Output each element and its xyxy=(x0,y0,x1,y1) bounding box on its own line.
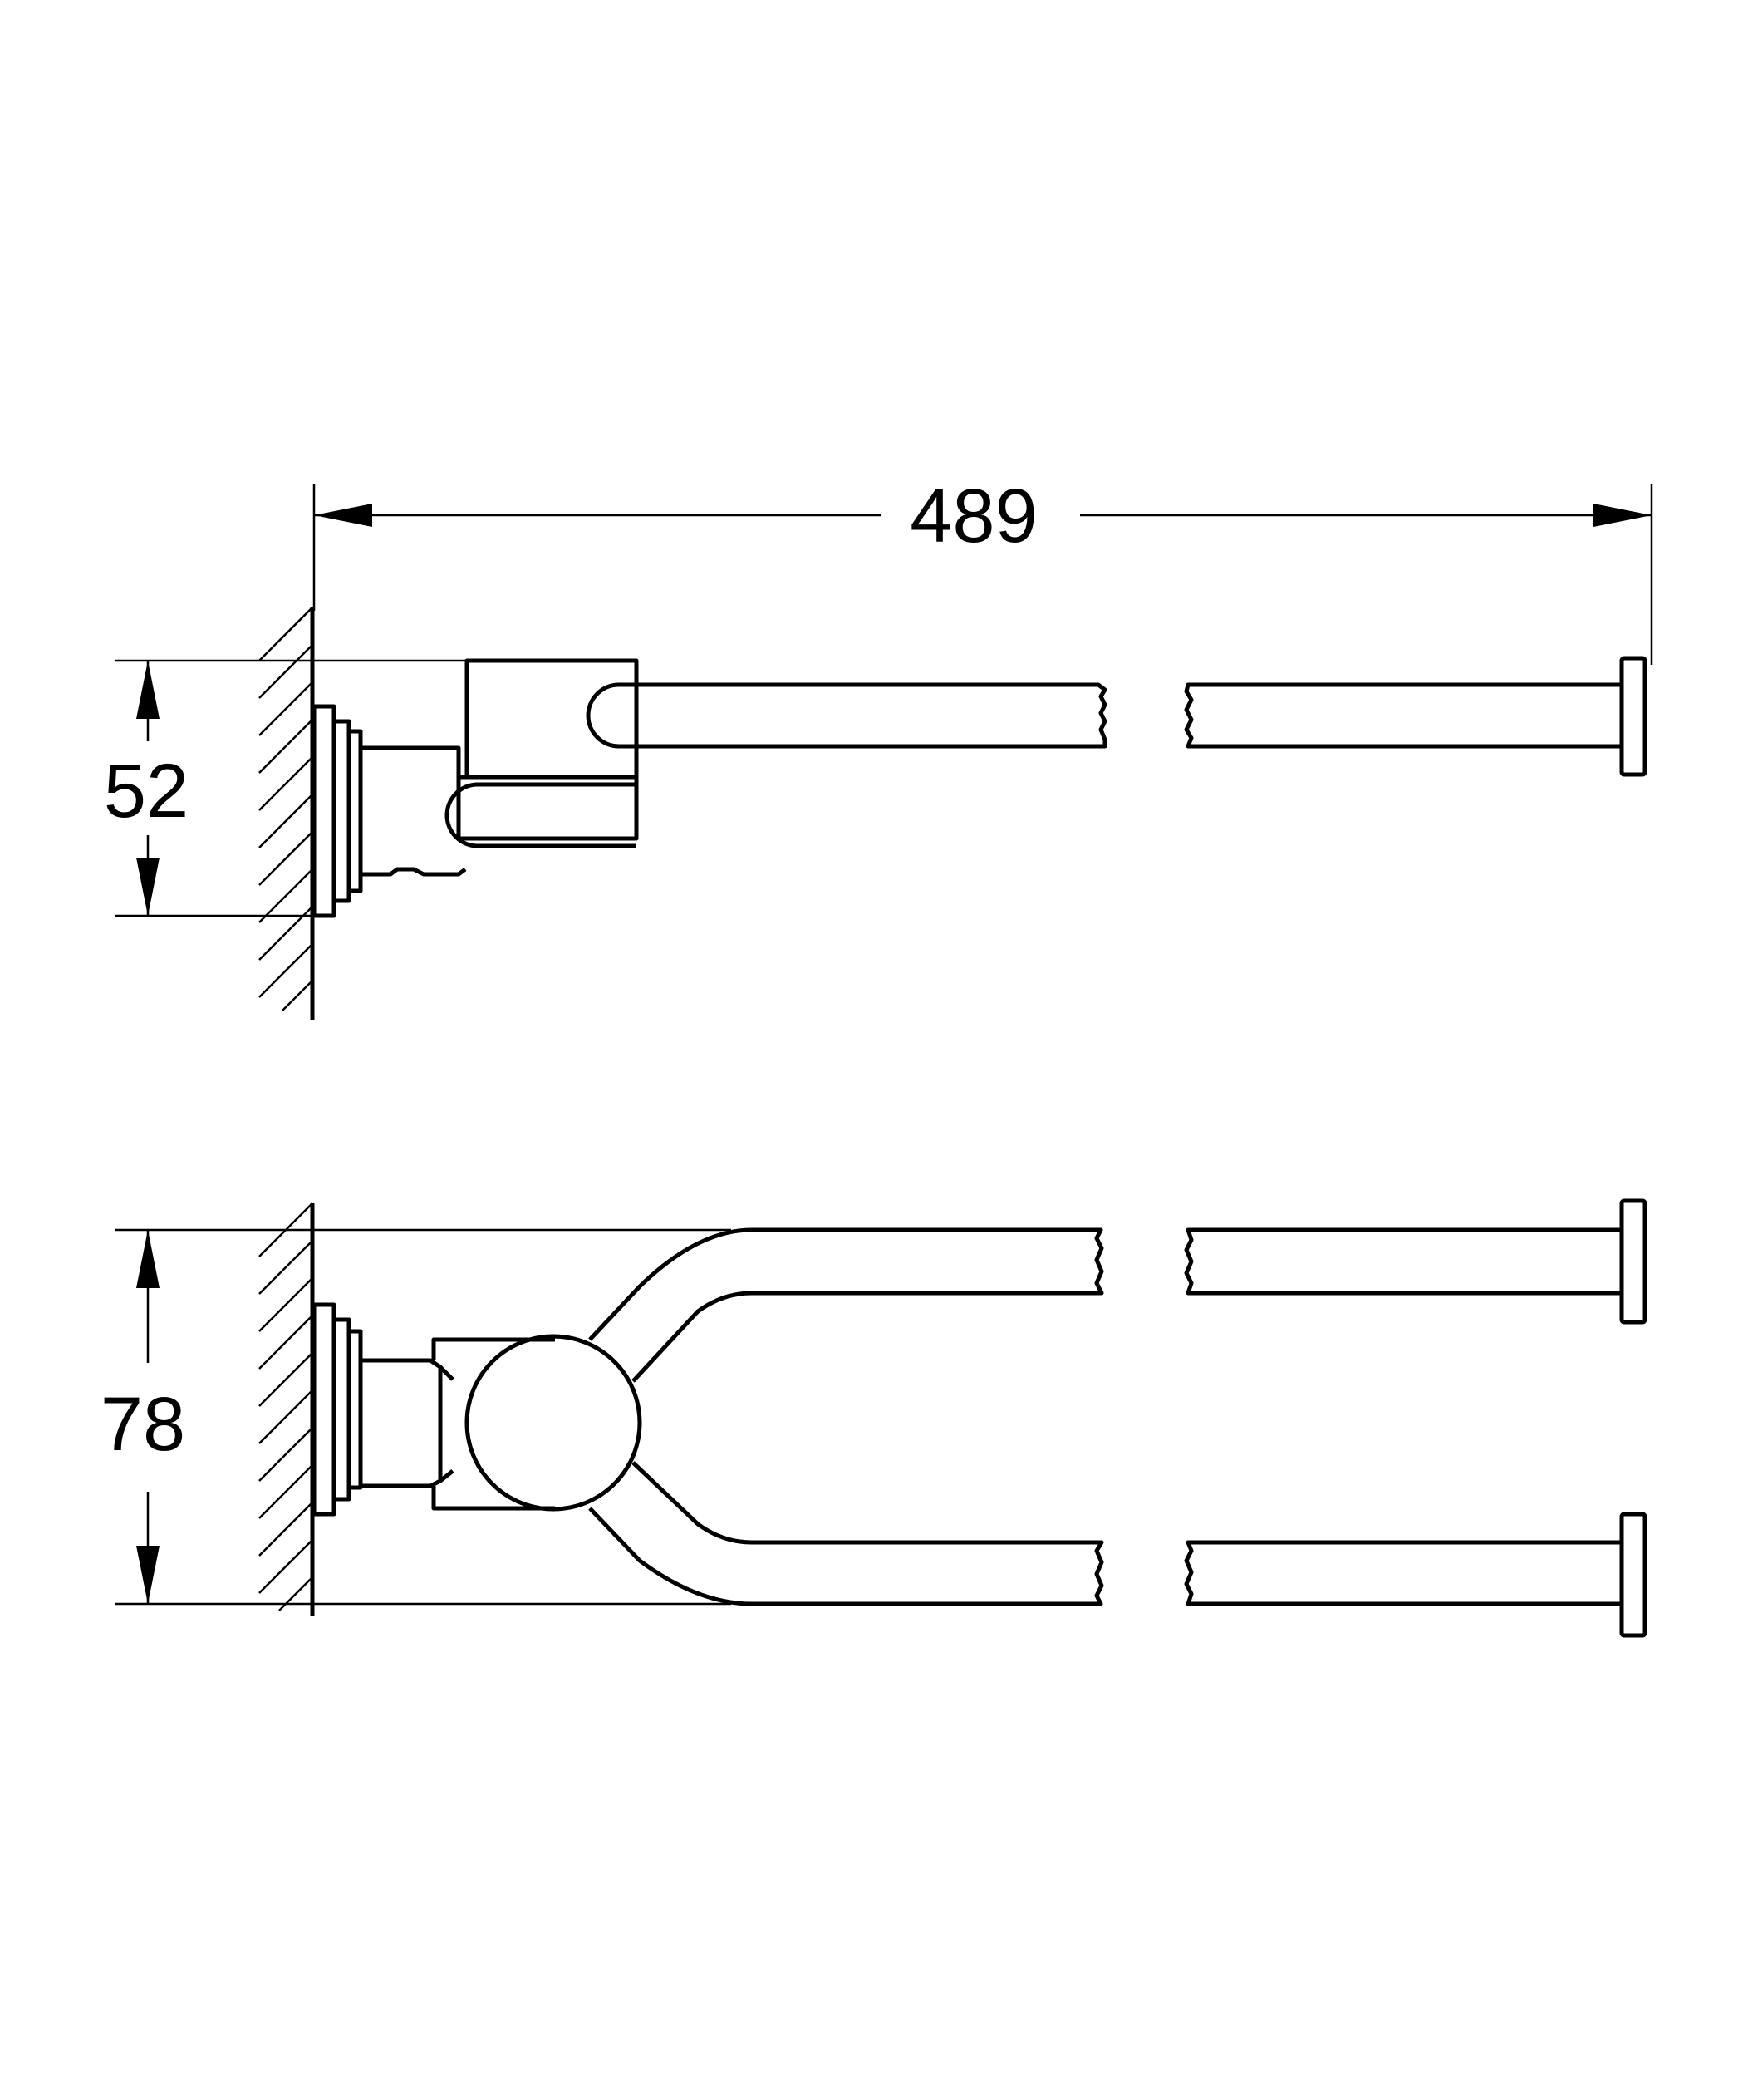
arrow-up-icon xyxy=(136,661,160,719)
upper-arm-far-segment xyxy=(1184,682,1624,749)
upper-arm-end-cap xyxy=(1619,1198,1647,1325)
wall-flange-inner-top-view xyxy=(346,1329,363,1490)
height-label-78: 78 xyxy=(101,1382,185,1467)
length-label: 489 xyxy=(910,474,1038,558)
arm-end-cap xyxy=(1619,656,1647,777)
lower-arm-end-cap xyxy=(1619,1512,1647,1638)
connector-top xyxy=(361,745,465,780)
arrow-down-icon xyxy=(136,858,160,916)
upper-arm xyxy=(586,682,1107,749)
swivel-block-lower xyxy=(456,775,639,841)
arrow-right-icon xyxy=(1593,504,1652,527)
lower-arm-end xyxy=(444,782,636,848)
neck-top xyxy=(361,1358,454,1381)
lower-arm-far-segment-top-view xyxy=(1184,1540,1624,1606)
wall-flange xyxy=(312,704,336,918)
wall-flange-step-top-view xyxy=(331,1317,351,1502)
wall-flange-inner xyxy=(346,729,363,893)
wall-hatching xyxy=(258,607,313,1011)
arrow-down-icon xyxy=(136,1546,160,1604)
top-view: 78 xyxy=(101,1198,1647,1638)
wall-flange-step xyxy=(331,719,351,903)
arrow-up-icon xyxy=(136,1230,160,1288)
lower-fork-arm xyxy=(588,1461,1104,1606)
wall-flange-top-view xyxy=(312,1302,336,1517)
swivel-block-upper xyxy=(464,658,639,780)
swivel-housing xyxy=(431,1337,555,1511)
upper-arm-far-segment-top-view xyxy=(1184,1227,1624,1296)
neck-bottom xyxy=(361,1469,454,1488)
connector-bottom xyxy=(361,867,467,877)
height-label-52: 52 xyxy=(104,749,189,834)
arrow-left-icon xyxy=(314,504,372,527)
wall-hatching-top-view xyxy=(258,1202,313,1611)
side-view: 52 xyxy=(104,607,1647,1020)
upper-fork-arm xyxy=(588,1227,1104,1383)
length-dimension: 489 xyxy=(312,474,1653,665)
swivel-joint xyxy=(464,1334,642,1512)
